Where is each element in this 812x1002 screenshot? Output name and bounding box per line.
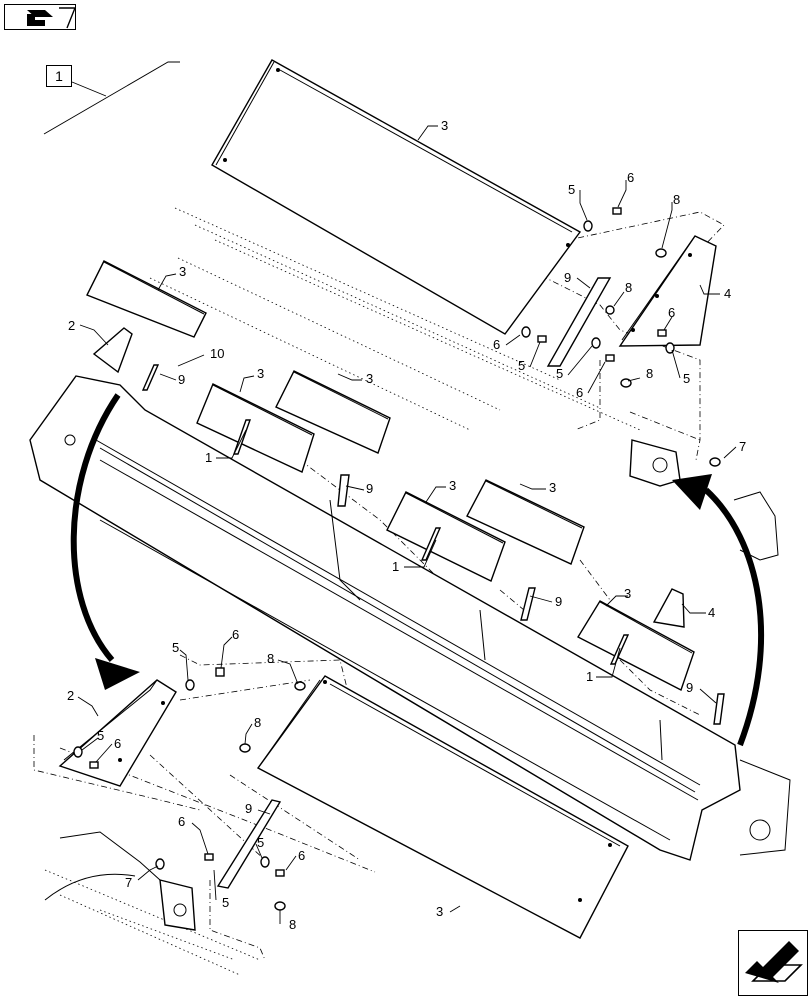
callout-6: 6 — [576, 385, 583, 400]
nav-back-arrow-icon — [27, 7, 77, 29]
top-large-cover-panel — [211, 59, 582, 335]
right-end-plate — [629, 439, 779, 561]
reference-leader — [43, 61, 180, 135]
callout-4: 4 — [724, 286, 731, 301]
callout-8: 8 — [646, 366, 653, 381]
callout-1: 1 — [392, 559, 399, 574]
small-left-bracket — [92, 327, 133, 374]
callout-5: 5 — [556, 366, 563, 381]
callout-2: 2 — [67, 688, 74, 703]
callout-6: 6 — [493, 337, 500, 352]
callout-5: 5 — [518, 358, 525, 373]
right-support-bracket — [618, 235, 717, 347]
callout-4: 4 — [708, 605, 715, 620]
callout-leaders — [77, 125, 737, 924]
callout-9: 9 — [555, 594, 562, 609]
small-right-bracket — [652, 588, 685, 628]
previous-page-nav-icon[interactable] — [4, 4, 77, 30]
callout-5: 5 — [568, 182, 575, 197]
callout-6: 6 — [114, 736, 121, 751]
callout-8: 8 — [267, 651, 274, 666]
bottom-left-support-bracket — [58, 679, 177, 787]
callout-9: 9 — [686, 680, 693, 695]
next-page-nav-icon[interactable] — [738, 930, 808, 996]
bottom-hardware-pins — [73, 667, 306, 911]
callout-5: 5 — [172, 640, 179, 655]
callout-3: 3 — [179, 264, 186, 279]
callout-8: 8 — [254, 715, 261, 730]
callout-2: 2 — [68, 318, 75, 333]
header-frame — [29, 375, 791, 861]
callout-3: 3 — [449, 478, 456, 493]
reference-box-label: 1 — [55, 68, 63, 84]
curved-arrows — [70, 393, 765, 747]
callout-9: 9 — [178, 372, 185, 387]
callout-7: 7 — [739, 439, 746, 454]
callout-9: 9 — [366, 481, 373, 496]
small-cover-panel-e — [577, 600, 695, 691]
callout-3: 3 — [366, 371, 373, 386]
reference-box: 1 — [46, 65, 72, 87]
bottom-hinge-strap — [216, 799, 282, 889]
nav-forward-arrow-icon — [745, 941, 803, 983]
callout-5: 5 — [222, 895, 229, 910]
callout-3: 3 — [257, 366, 264, 381]
small-cover-panel-d — [466, 479, 585, 565]
bottom-left-frame-detail — [44, 831, 196, 931]
callout-3: 3 — [624, 586, 631, 601]
small-cover-panel-c — [386, 491, 506, 582]
callout-5: 5 — [97, 728, 104, 743]
callout-10: 10 — [210, 346, 224, 361]
dash-dot-outlines — [33, 211, 725, 961]
callout-9: 9 — [564, 270, 571, 285]
projection-lines — [44, 207, 641, 976]
bottom-large-cover-panel — [256, 675, 629, 939]
small-cover-panel-b — [275, 370, 391, 454]
callout-6: 6 — [298, 848, 305, 863]
callout-6: 6 — [178, 814, 185, 829]
callout-labels: 3 5 6 8 9 8 4 6 6 5 5 6 8 5 3 2 10 9 3 3… — [67, 118, 746, 932]
callout-8: 8 — [673, 192, 680, 207]
callout-1: 1 — [586, 669, 593, 684]
callout-9: 9 — [245, 801, 252, 816]
callout-3: 3 — [441, 118, 448, 133]
callout-6: 6 — [668, 305, 675, 320]
small-cover-panel-a — [196, 383, 315, 473]
callout-3: 3 — [549, 480, 556, 495]
callout-3: 3 — [436, 904, 443, 919]
callout-6: 6 — [627, 170, 634, 185]
callout-5: 5 — [683, 371, 690, 386]
callout-5: 5 — [257, 835, 264, 850]
callout-1: 1 — [205, 450, 212, 465]
callout-7: 7 — [125, 875, 132, 890]
callout-8: 8 — [625, 280, 632, 295]
top-right-hinge-strap — [546, 277, 612, 367]
callout-8: 8 — [289, 917, 296, 932]
callout-6: 6 — [232, 627, 239, 642]
small-cover-panel-left — [86, 260, 207, 338]
